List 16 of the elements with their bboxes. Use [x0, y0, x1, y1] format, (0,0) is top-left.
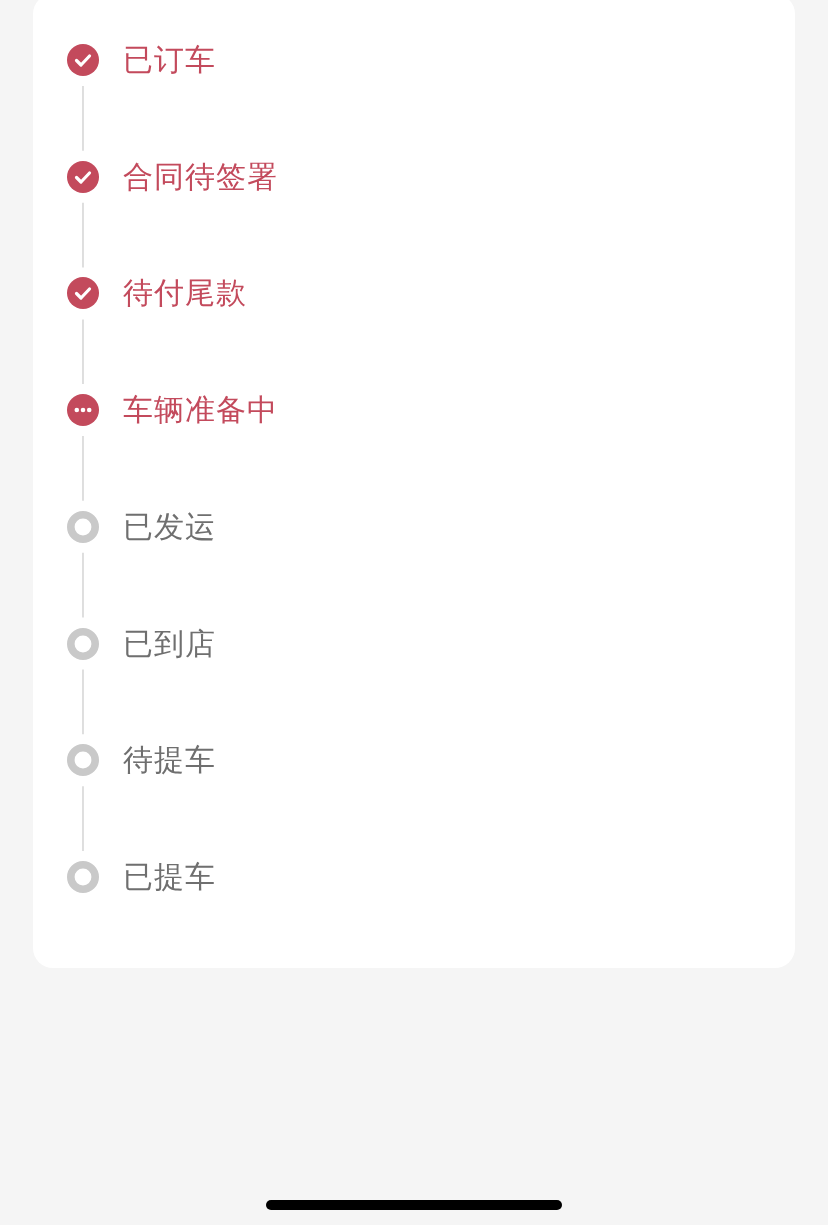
connector-line — [82, 202, 84, 268]
step-label: 已到店 — [123, 627, 216, 660]
step-label: 待付尾款 — [123, 277, 247, 310]
step-label: 合同待签署 — [123, 160, 278, 193]
step-label: 已提车 — [123, 860, 216, 893]
connector-line — [82, 552, 84, 619]
card — [33, 0, 795, 968]
connector-line — [82, 85, 84, 152]
step-label: 已发运 — [123, 510, 216, 543]
connector-line — [82, 668, 84, 735]
connector-line — [82, 435, 84, 502]
step-label: 车辆准备中 — [123, 394, 278, 427]
connector-line — [82, 785, 84, 852]
step-label: 已订车 — [123, 44, 216, 76]
step-label: 待提车 — [123, 744, 216, 777]
connector-line — [82, 318, 84, 385]
